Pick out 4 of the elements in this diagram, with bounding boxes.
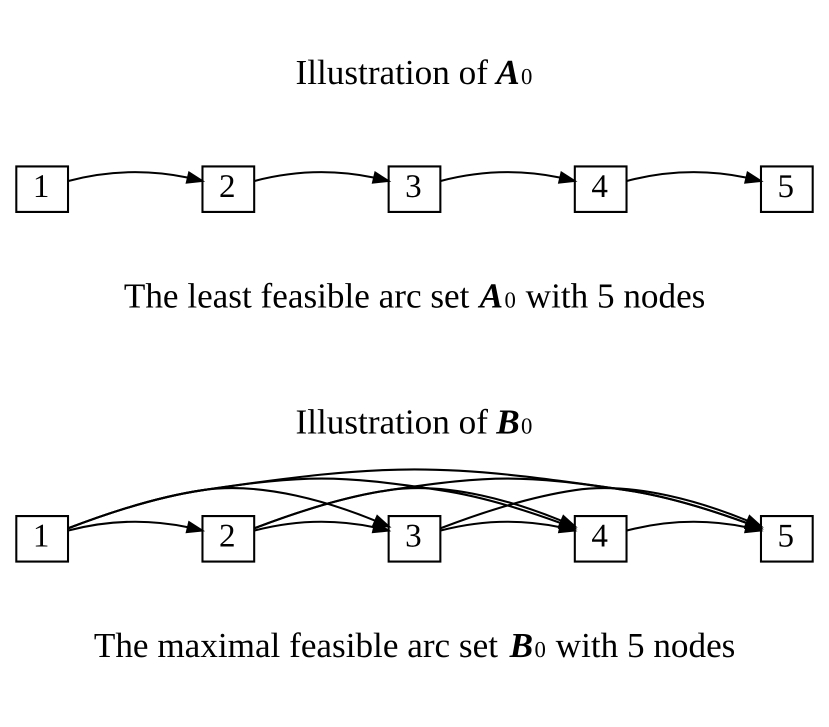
label: Illustration of B0 [296, 402, 532, 442]
label: The maximal feasible arc set B0 with 5 nodes [94, 625, 736, 664]
label: The least feasible arc set A0 with 5 nodes [124, 276, 706, 315]
label: Illustration of A0 [296, 52, 532, 92]
